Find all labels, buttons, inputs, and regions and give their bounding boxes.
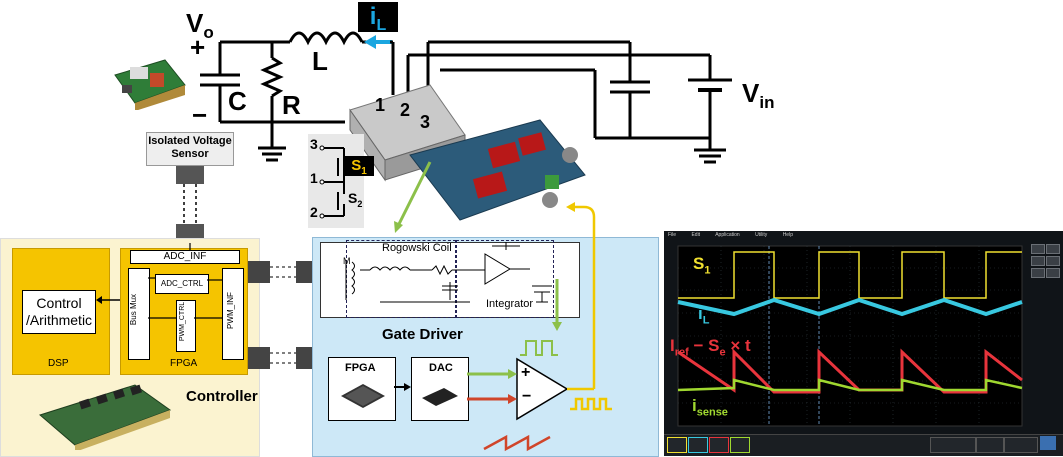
current-il-badge: iL <box>358 2 398 34</box>
switch-pin-1: 1 <box>310 170 318 186</box>
gate-driver-title: Gate Driver <box>382 326 463 343</box>
pwm-ctrl-box <box>176 300 196 352</box>
scope-iref-label: Iref − Se × t <box>670 336 751 359</box>
comparator-plus: + <box>521 364 531 381</box>
switch-symbol: 3 1 2 S1 S2 <box>308 134 374 228</box>
integrator-label: Integrator <box>486 298 534 310</box>
pin-1-label: 1 <box>375 95 386 115</box>
switch-pin-2: 2 <box>310 204 318 220</box>
scope-menu-bar: File Edit Application Utility Help <box>668 231 807 239</box>
plus-label: + <box>190 32 206 62</box>
integrator-region <box>456 240 554 318</box>
scope-il-label: iL <box>698 304 710 327</box>
s2-label: S2 <box>348 190 363 209</box>
scope-side-button-6[interactable] <box>1046 268 1060 278</box>
inductor-symbol <box>288 31 364 46</box>
scope-isense-label: isense <box>692 396 728 419</box>
resistor-symbol <box>260 56 284 98</box>
scope-waveforms <box>677 245 1023 427</box>
dac-chip-box: DAC <box>411 357 469 421</box>
power-module-photo <box>349 84 586 221</box>
scope-side-button-5[interactable] <box>1031 268 1045 278</box>
fpga-label: FPGA <box>170 358 198 369</box>
acquisition-settings-box[interactable] <box>1004 437 1038 453</box>
channel-4-box[interactable] <box>730 437 750 453</box>
dsp-label: DSP <box>48 358 69 369</box>
gate-driver-signals <box>394 237 612 452</box>
controller-board-photo <box>38 384 172 450</box>
switch-pin-3: 3 <box>310 136 318 152</box>
vin-label: Vin <box>742 78 775 113</box>
scope-side-button-4[interactable] <box>1046 256 1060 266</box>
resistor-label: R <box>282 90 301 120</box>
coil-m-label: M <box>343 256 351 266</box>
trigger-settings-box[interactable] <box>976 437 1004 453</box>
sensing-schematic-box <box>320 242 580 318</box>
adc-inf-box: ADC_INF <box>130 250 240 264</box>
rogowski-label: Rogowski Coil <box>382 242 452 254</box>
comparator-minus: − <box>522 388 532 405</box>
fpga-chip-box: FPGA <box>328 357 396 421</box>
menu-utility[interactable]: Utility <box>755 232 768 238</box>
pin-3-label: 3 <box>420 112 431 132</box>
scope-logo-icon <box>1040 436 1056 450</box>
dac-chip-label: DAC <box>429 362 453 374</box>
board-photo <box>114 59 186 110</box>
capacitor-label: C <box>228 86 247 116</box>
channel-2-box[interactable] <box>688 437 708 453</box>
vo-label: Vo <box>186 8 214 43</box>
pin-2-label: 2 <box>400 100 411 120</box>
minus-label: − <box>192 100 208 130</box>
sensing-circuit <box>345 242 552 303</box>
scope-side-button-2[interactable] <box>1046 244 1060 254</box>
isolated-voltage-sensor: Isolated Voltage Sensor <box>146 132 234 166</box>
s1-badge: S1 <box>344 156 374 177</box>
bus-mux-box <box>128 268 150 360</box>
scope-s1-label: S1 <box>693 254 711 277</box>
pwm-inf-box <box>222 268 244 360</box>
controller-arrows <box>96 243 222 319</box>
adc-ctrl-box: ADC_CTRL <box>155 274 209 294</box>
menu-edit[interactable]: Edit <box>691 232 701 238</box>
scope-side-button-1[interactable] <box>1031 244 1045 254</box>
menu-file[interactable]: File <box>668 232 677 238</box>
controller-title: Controller <box>186 388 258 405</box>
inductor-label: L <box>312 46 328 76</box>
scope-side-button-3[interactable] <box>1031 256 1045 266</box>
control-arithmetic-box: Control /Arithmetic <box>22 290 96 334</box>
channel-3-box[interactable] <box>709 437 729 453</box>
horizontal-settings-box[interactable] <box>930 437 976 453</box>
fpga-chip-label: FPGA <box>345 362 376 374</box>
menu-application[interactable]: Application <box>715 232 740 238</box>
channel-1-box[interactable] <box>667 437 687 453</box>
menu-help[interactable]: Help <box>782 232 793 238</box>
